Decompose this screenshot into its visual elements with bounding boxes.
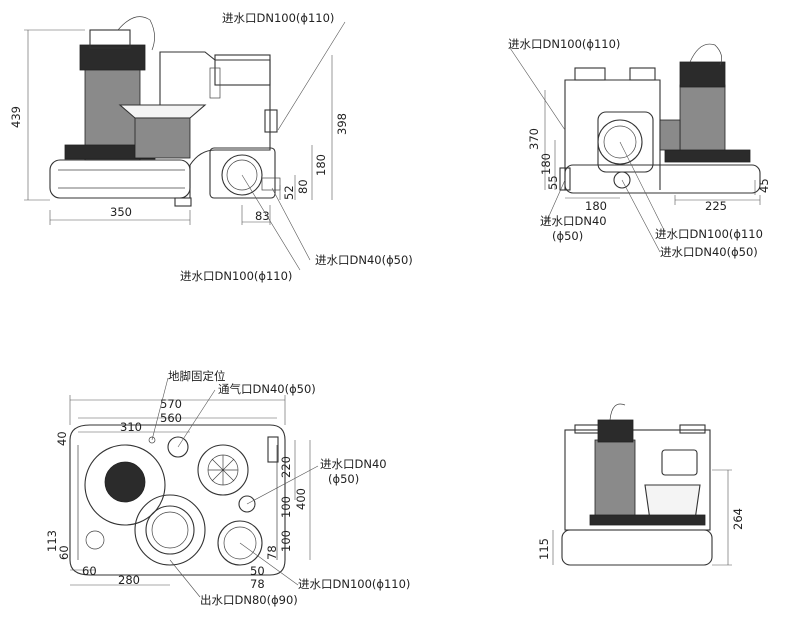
top-dim-100b: 100 bbox=[279, 530, 293, 552]
rear-view: 264 115 bbox=[537, 403, 745, 566]
side-label-inlet-top: 进水口DN100(ϕ110) bbox=[508, 37, 620, 51]
front-inlet-dn100 bbox=[221, 154, 263, 196]
rear-pump-base bbox=[589, 514, 706, 526]
top-anchor-point bbox=[148, 436, 156, 444]
side-pump-body bbox=[679, 84, 726, 161]
top-label-inlet-small-1: 进水口DN40 bbox=[320, 457, 387, 471]
rear-top-port-1 bbox=[574, 424, 601, 434]
front-pump-handle bbox=[89, 29, 131, 49]
top-dim-570: 570 bbox=[160, 397, 182, 411]
front-dim-350: 350 bbox=[110, 205, 132, 219]
side-pump-cable bbox=[689, 43, 722, 66]
rear-pump-body bbox=[594, 439, 636, 521]
side-top-port-1 bbox=[574, 67, 606, 81]
top-vent-dn40 bbox=[167, 436, 189, 458]
top-pump-motor bbox=[104, 461, 146, 503]
side-view: 370 180 55 180 225 45 进水口DN100(ϕ110) 进水口… bbox=[508, 37, 771, 259]
side-dim-45: 45 bbox=[757, 178, 771, 193]
top-label-outlet: 出水口DN80(ϕ90) bbox=[200, 593, 298, 607]
front-inlet-housing bbox=[209, 147, 276, 199]
rear-dim-115: 115 bbox=[537, 538, 551, 560]
side-label-inlet-left-1: 进水口DN40 bbox=[540, 214, 607, 228]
rear-hatch bbox=[661, 449, 698, 476]
front-float-body bbox=[134, 117, 191, 159]
side-dim-55: 55 bbox=[546, 175, 560, 190]
top-dim-280: 280 bbox=[118, 573, 140, 587]
top-inlet-dn40 bbox=[238, 495, 256, 513]
side-tank bbox=[564, 79, 661, 190]
front-foot bbox=[174, 197, 192, 207]
top-label-inlet-big: 进水口DN100(ϕ110) bbox=[298, 577, 410, 591]
side-label-inlet-right: 进水口DN100(ϕ110 bbox=[655, 227, 763, 241]
rear-top-port-2 bbox=[679, 424, 706, 434]
side-dim-370: 370 bbox=[527, 128, 541, 150]
front-float-plate bbox=[118, 104, 207, 119]
side-inlet-dn100 bbox=[597, 119, 643, 165]
front-label-inlet-bottom: 进水口DN100(ϕ110) bbox=[180, 269, 292, 283]
top-dim-310: 310 bbox=[120, 420, 142, 434]
front-base-tank bbox=[49, 159, 191, 199]
rear-base-tank bbox=[561, 529, 713, 566]
front-dim-180: 180 bbox=[314, 154, 328, 176]
side-top-port-2 bbox=[629, 67, 656, 81]
rear-dim-264: 264 bbox=[731, 508, 745, 530]
front-vent-stub bbox=[209, 67, 221, 99]
front-dim-439: 439 bbox=[9, 106, 23, 128]
side-label-inlet-left-2: (ϕ50) bbox=[552, 229, 583, 243]
rear-pump-cable bbox=[609, 403, 626, 421]
top-dim-60: 60 bbox=[57, 545, 71, 560]
front-label-inlet-top: 进水口DN100(ϕ110) bbox=[222, 11, 334, 25]
front-tank-lid bbox=[214, 54, 271, 86]
top-label-vent: 通气口DN40(ϕ50) bbox=[218, 382, 316, 396]
side-label-inlet-right-small: 进水口DN40(ϕ50) bbox=[660, 245, 758, 259]
top-label-anchor: 地脚固定位 bbox=[168, 369, 226, 383]
front-dim-83: 83 bbox=[255, 209, 270, 223]
side-pump-base bbox=[664, 149, 751, 163]
top-dim-78: 78 bbox=[265, 545, 279, 560]
front-label-inlet-small: 进水口DN40(ϕ50) bbox=[315, 253, 413, 267]
side-pump-motor bbox=[679, 61, 726, 88]
top-dim-113: 113 bbox=[45, 530, 59, 552]
top-dim-60w: 60 bbox=[82, 564, 97, 578]
side-dim-225: 225 bbox=[705, 199, 727, 213]
top-dim-400: 400 bbox=[294, 488, 308, 510]
top-outlet-ring bbox=[134, 494, 206, 566]
side-dim-180w: 180 bbox=[585, 199, 607, 213]
front-pump-motor bbox=[79, 44, 146, 71]
top-inlet-dn100 bbox=[217, 520, 263, 566]
top-dim-100a: 100 bbox=[279, 496, 293, 518]
front-pump-cable bbox=[117, 16, 155, 51]
rear-pump-motor bbox=[597, 419, 634, 443]
side-inlet-dn40 bbox=[613, 171, 631, 189]
top-anchor-hole bbox=[85, 530, 105, 550]
front-inlet-dn40 bbox=[261, 177, 281, 191]
top-outline bbox=[69, 424, 286, 576]
side-float bbox=[659, 119, 681, 151]
top-dim-78w: 78 bbox=[250, 577, 265, 591]
side-left-port bbox=[559, 167, 571, 191]
front-dim-80: 80 bbox=[296, 179, 310, 194]
top-pump-lid bbox=[84, 444, 166, 526]
front-dim-52: 52 bbox=[282, 185, 296, 200]
top-dim-40: 40 bbox=[55, 431, 69, 446]
top-dim-560: 560 bbox=[160, 411, 182, 425]
front-side-port bbox=[264, 109, 278, 133]
front-dim-398: 398 bbox=[335, 113, 349, 135]
front-view: 439 350 398 180 80 52 83 进水口DN100(ϕ110) … bbox=[9, 11, 413, 283]
top-label-inlet-small-2: (ϕ50) bbox=[328, 472, 359, 486]
top-dim-50: 50 bbox=[250, 564, 265, 578]
top-dim-220: 220 bbox=[279, 456, 293, 478]
top-view: 570 560 310 40 220 400 100 78 100 113 60… bbox=[45, 369, 410, 607]
top-fan-housing bbox=[197, 444, 249, 496]
top-outlet-dn80 bbox=[145, 505, 195, 555]
front-main-tank bbox=[159, 51, 271, 198]
side-dim-180: 180 bbox=[539, 153, 553, 175]
top-right-port bbox=[267, 436, 279, 463]
side-base-tank bbox=[564, 164, 761, 194]
